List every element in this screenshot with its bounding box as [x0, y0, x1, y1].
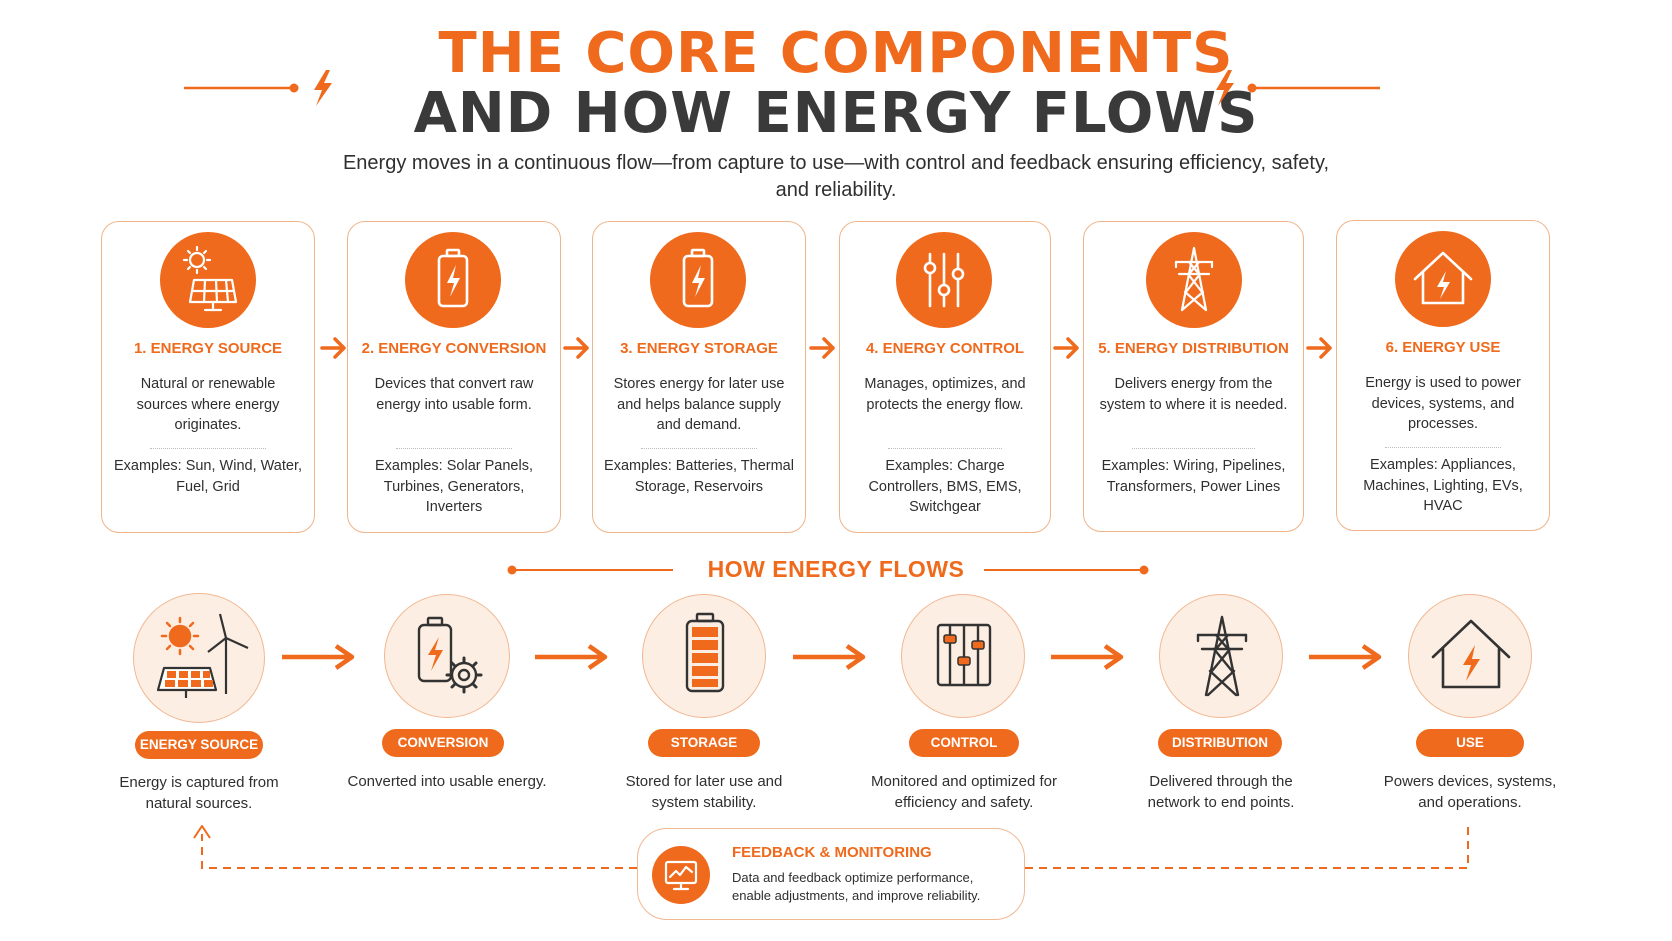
card-energy-source: 1. ENERGY SOURCE Natural or renewable so…: [101, 221, 315, 533]
card-energy-storage: 3. ENERGY STORAGE Stores energy for late…: [592, 221, 806, 533]
card-title: 1. ENERGY SOURCE: [133, 340, 283, 357]
flow-label-use: USE: [1416, 729, 1524, 757]
card-energy-conversion: 2. ENERGY CONVERSION Devices that conver…: [347, 221, 561, 533]
monitor-chart-icon: [652, 846, 710, 904]
card-divider: [888, 448, 1002, 449]
bolt-icon: [314, 70, 332, 106]
flow-label-storage: STORAGE: [648, 729, 760, 757]
subtitle: Energy moves in a continuous flow—from c…: [342, 152, 1330, 201]
flow-description: Powers devices, systems, and operations.: [1383, 773, 1557, 811]
flow-description: Monitored and optimized for efficiency a…: [871, 773, 1057, 811]
flow-description: Energy is captured from natural sources.: [119, 774, 279, 812]
arrow-right-icon: [535, 644, 608, 670]
battery-bolt-icon: [405, 232, 501, 328]
card-examples: Examples: Wiring, Pipelines, Transformer…: [1101, 458, 1286, 495]
flow-label-energy-source: ENERGY SOURCE: [135, 731, 263, 759]
arrow-right-icon: [320, 337, 346, 359]
card-description: Stores energy for later use and helps ba…: [613, 376, 785, 433]
card-energy-distribution: 5. ENERGY DISTRIBUTION Delivers energy f…: [1083, 221, 1304, 532]
feedback-monitoring-box: FEEDBACK & MONITORING Data and feedback …: [637, 828, 1025, 920]
arrow-right-icon: [1051, 644, 1124, 670]
card-title: 6. ENERGY USE: [1385, 339, 1501, 356]
arrow-right-icon: [1053, 337, 1079, 359]
flow-description: Stored for later use and system stabilit…: [625, 773, 783, 811]
card-examples: Examples: Solar Panels, Turbines, Genera…: [375, 458, 533, 515]
battery-full-icon: [642, 594, 766, 718]
flow-label-control: CONTROL: [909, 729, 1019, 757]
card-examples: Examples: Charge Controllers, BMS, EMS, …: [868, 458, 1022, 515]
card-divider: [1132, 448, 1255, 449]
flows-title-line-left: [507, 565, 673, 575]
card-energy-use: 6. ENERGY USE Energy is used to power de…: [1336, 220, 1550, 531]
arrow-right-icon: [793, 644, 866, 670]
card-divider: [150, 448, 266, 449]
battery-bolt-icon: [650, 232, 746, 328]
flow-description: Converted into usable energy.: [347, 773, 547, 790]
sun-wind-solar-icon: [133, 593, 265, 723]
battery-gear-icon: [384, 594, 510, 718]
sliders-icon: [896, 232, 992, 328]
card-description: Delivers energy from the system to where…: [1099, 376, 1288, 413]
title-line-1: THE CORE COMPONENTS: [438, 21, 1234, 86]
left-bolt-decoration: [184, 70, 332, 106]
card-divider: [641, 448, 757, 449]
flows-title: HOW ENERGY FLOWS: [707, 556, 965, 582]
arrow-right-icon: [1309, 644, 1382, 670]
card-description: Devices that convert raw energy into usa…: [374, 376, 534, 413]
flows-title-line-right: [984, 565, 1149, 575]
card-divider: [1385, 447, 1501, 448]
arrow-right-icon: [1306, 337, 1332, 359]
card-examples: Examples: Appliances, Machines, Lighting…: [1363, 457, 1523, 514]
card-description: Energy is used to power devices, systems…: [1365, 375, 1521, 432]
sun-solar-panel-icon: [160, 232, 256, 328]
card-title: 4. ENERGY CONTROL: [865, 340, 1025, 357]
right-bolt-decoration: [1216, 70, 1380, 106]
sliders-icon: [901, 594, 1025, 718]
card-title: 3. ENERGY STORAGE: [620, 340, 778, 357]
power-tower-icon: [1146, 232, 1242, 328]
house-bolt-icon: [1408, 594, 1532, 718]
flow-label-distribution: DISTRIBUTION: [1158, 729, 1282, 757]
power-tower-icon: [1159, 594, 1283, 718]
arrow-right-icon: [282, 644, 355, 670]
card-description: Natural or renewable sources where energ…: [136, 376, 280, 433]
arrow-right-icon: [809, 337, 835, 359]
arrow-right-icon: [563, 337, 589, 359]
flow-description: Delivered through the network to end poi…: [1147, 773, 1295, 811]
feedback-text: Data and feedback optimize performance, …: [732, 870, 981, 903]
card-energy-control: 4. ENERGY CONTROL Manages, optimizes, an…: [839, 221, 1051, 533]
card-examples: Examples: Batteries, Thermal Storage, Re…: [604, 458, 794, 495]
card-examples: Examples: Sun, Wind, Water, Fuel, Grid: [113, 458, 303, 495]
feedback-title: FEEDBACK & MONITORING: [732, 844, 932, 861]
card-title: 2. ENERGY CONVERSION: [361, 340, 547, 357]
card-description: Manages, optimizes, and protects the ene…: [864, 376, 1026, 413]
card-title: 5. ENERGY DISTRIBUTION: [1098, 340, 1289, 357]
bolt-icon: [1216, 70, 1234, 106]
flow-label-conversion: CONVERSION: [382, 729, 504, 757]
title-line-2: AND HOW ENERGY FLOWS: [413, 81, 1259, 146]
card-divider: [396, 448, 512, 449]
house-bolt-icon: [1395, 231, 1491, 327]
feedback-loop-line: [193, 824, 1469, 869]
